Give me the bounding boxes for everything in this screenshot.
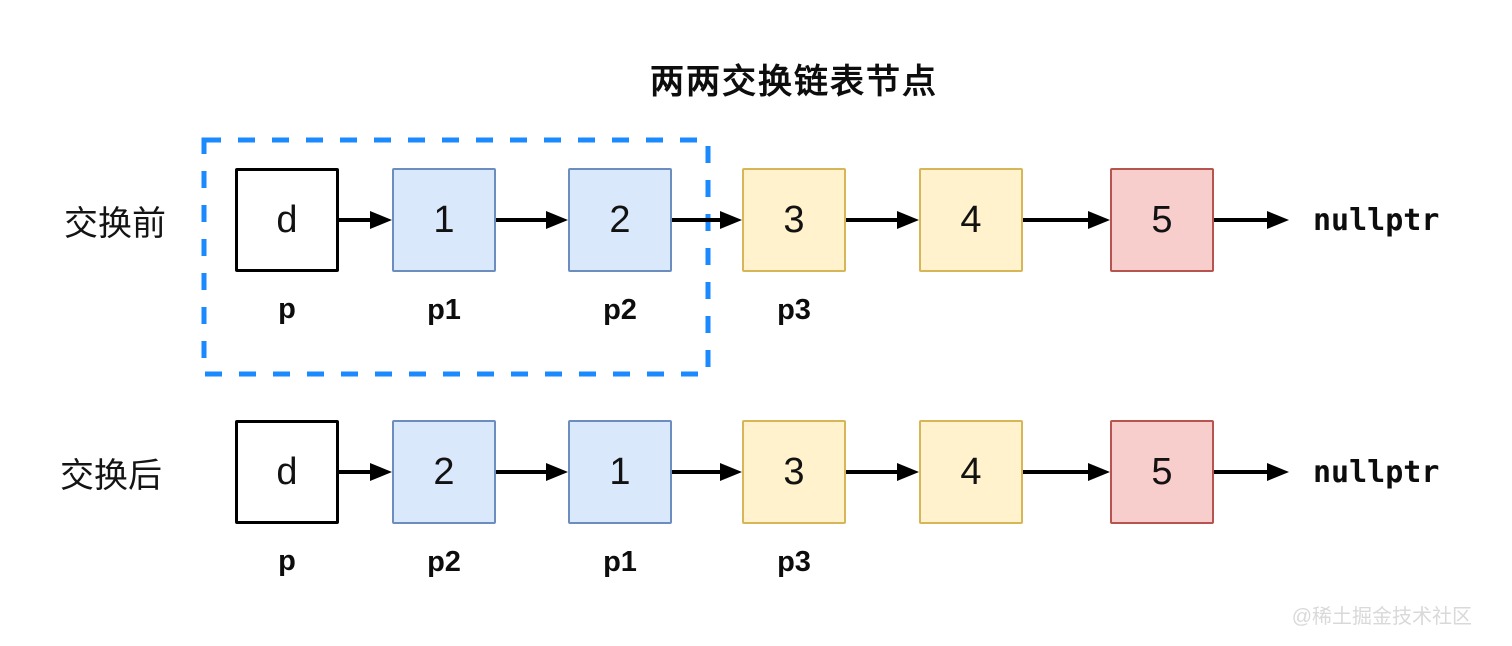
next-arrow-icon xyxy=(339,463,392,481)
pointer-label: p2 xyxy=(427,546,461,578)
node-value: 3 xyxy=(783,450,805,493)
linked-list-after-swap: d p 2 p2 1 p1 3 p3 xyxy=(235,420,1440,578)
next-arrow-icon xyxy=(496,211,568,229)
node-value: 2 xyxy=(433,450,455,493)
node-value: d xyxy=(276,450,298,493)
node-value: 2 xyxy=(609,198,631,241)
row-label-after-swap: 交换后 xyxy=(60,456,162,495)
next-arrow-icon xyxy=(1214,211,1289,229)
pointer-label: p3 xyxy=(777,294,811,326)
pointer-label: p1 xyxy=(603,546,637,578)
node-value: d xyxy=(276,198,298,241)
list-node: 3 p3 xyxy=(742,420,846,578)
list-node-dummy: d p xyxy=(235,420,339,577)
node-value: 1 xyxy=(433,198,455,241)
watermark: @稀土掘金技术社区 xyxy=(1291,606,1472,628)
list-node: 4 xyxy=(919,420,1023,524)
list-node: 1 p1 xyxy=(568,420,672,578)
list-node: 2 p2 xyxy=(568,168,672,326)
pointer-label: p1 xyxy=(427,294,461,326)
node-value: 1 xyxy=(609,450,631,493)
next-arrow-icon xyxy=(496,463,568,481)
next-arrow-icon xyxy=(339,211,392,229)
list-node: 5 xyxy=(1110,420,1214,524)
diagram-title: 两两交换链表节点 xyxy=(650,63,938,101)
node-value: 3 xyxy=(783,198,805,241)
next-arrow-icon xyxy=(1023,211,1110,229)
pointer-label: p2 xyxy=(603,294,637,326)
list-node: 1 p1 xyxy=(392,168,496,326)
nullptr-label: nullptr xyxy=(1313,202,1440,238)
list-node: 3 p3 xyxy=(742,168,846,326)
list-node-dummy: d p xyxy=(235,168,339,325)
pointer-label: p3 xyxy=(777,546,811,578)
list-node: 5 xyxy=(1110,168,1214,272)
pointer-label: p xyxy=(278,293,296,325)
next-arrow-icon xyxy=(1023,463,1110,481)
node-value: 5 xyxy=(1151,198,1173,241)
next-arrow-icon xyxy=(672,463,742,481)
row-label-before-swap: 交换前 xyxy=(64,204,166,243)
linked-list-before-swap: d p 1 p1 2 p2 3 p3 xyxy=(235,168,1440,326)
pointer-label: p xyxy=(278,545,296,577)
next-arrow-icon xyxy=(1214,463,1289,481)
nullptr-label: nullptr xyxy=(1313,454,1440,490)
node-value: 4 xyxy=(960,450,982,493)
next-arrow-icon xyxy=(846,211,919,229)
next-arrow-icon xyxy=(846,463,919,481)
node-value: 5 xyxy=(1151,450,1173,493)
next-arrow-icon xyxy=(672,211,742,229)
list-node: 4 xyxy=(919,168,1023,272)
list-node: 2 p2 xyxy=(392,420,496,578)
node-value: 4 xyxy=(960,198,982,241)
